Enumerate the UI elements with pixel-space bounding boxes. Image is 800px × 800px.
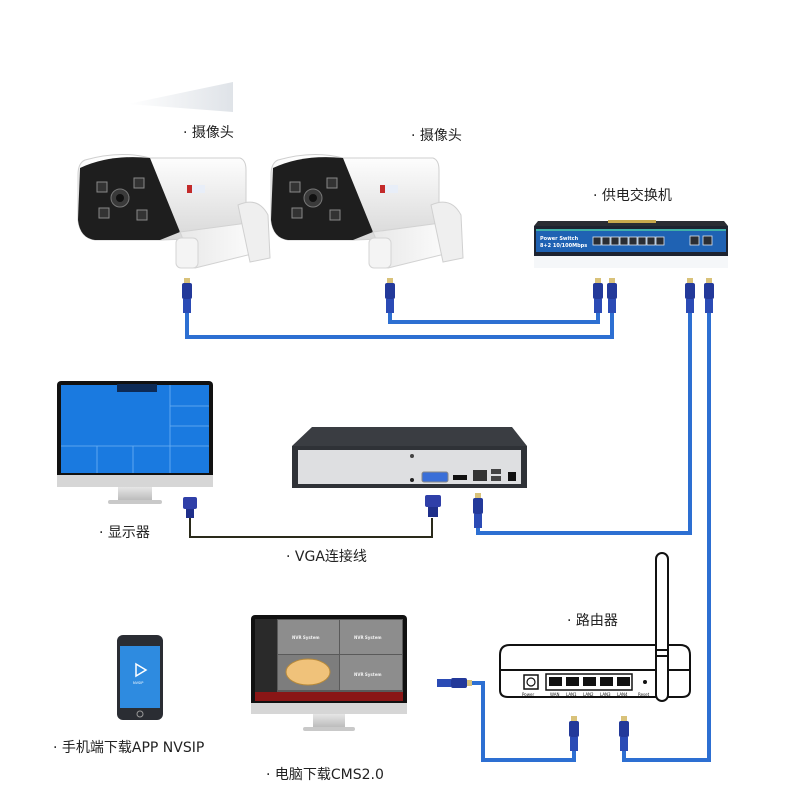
switch-spec-text: 8+2 10/100Mbps <box>540 243 587 249</box>
router-port-lan4: LAN4 <box>617 692 628 697</box>
nvr-recorder <box>292 427 527 528</box>
router-port-lan3: LAN3 <box>600 692 611 697</box>
pc-monitor: NVR System NVR System NVR System <box>251 615 407 731</box>
label-monitor: · 显示器 <box>99 525 150 541</box>
cable-camera2-switch <box>388 300 600 324</box>
cable-router-pc <box>450 681 576 762</box>
phone: NVSIP <box>117 635 163 720</box>
poe-switch: Power Switch 8+2 10/100Mbps <box>534 220 728 313</box>
router-port-lan2: LAN2 <box>583 692 594 697</box>
pc-tile-1: NVR System <box>292 635 320 640</box>
nvr-hdmi-port <box>453 475 467 480</box>
label-vga-cable: · VGA连接线 <box>286 549 367 565</box>
camera-1 <box>77 82 271 313</box>
label-phone: · 手机端下载APP NVSIP <box>53 740 205 756</box>
router-port-wan: WAN <box>550 692 559 697</box>
router-port-lan1: LAN1 <box>566 692 577 697</box>
router-port-reset: Reset <box>638 692 650 697</box>
nvr-lan-port <box>473 470 487 481</box>
label-router: · 路由器 <box>567 613 618 629</box>
router-port-power: Power <box>522 692 534 697</box>
label-pc: · 电脑下载CMS2.0 <box>266 767 384 783</box>
pc-tile-3: NVR System <box>354 672 382 677</box>
cable-switch-nvr <box>476 300 692 535</box>
pc-network-plug <box>437 678 472 688</box>
camera-2 <box>270 153 464 313</box>
label-camera-2: · 摄像头 <box>411 128 462 144</box>
cable-vga <box>189 518 433 538</box>
label-poe-switch: · 供电交换机 <box>593 188 672 204</box>
camera-1-light-beam <box>128 82 233 112</box>
nvr-usb-port <box>491 469 501 474</box>
cable-camera1-switch <box>185 300 614 339</box>
phone-app-text: NVSIP <box>133 681 143 685</box>
switch-ports <box>592 235 713 246</box>
pc-tile-2: NVR System <box>354 635 382 640</box>
router: Power WAN LAN1 LAN2 LAN3 LAN4 Reset <box>499 552 691 702</box>
switch-brand-text: Power Switch <box>540 236 579 242</box>
nvr-vga-port <box>421 471 449 483</box>
label-camera-1: · 摄像头 <box>183 125 234 141</box>
monitor <box>57 381 213 518</box>
